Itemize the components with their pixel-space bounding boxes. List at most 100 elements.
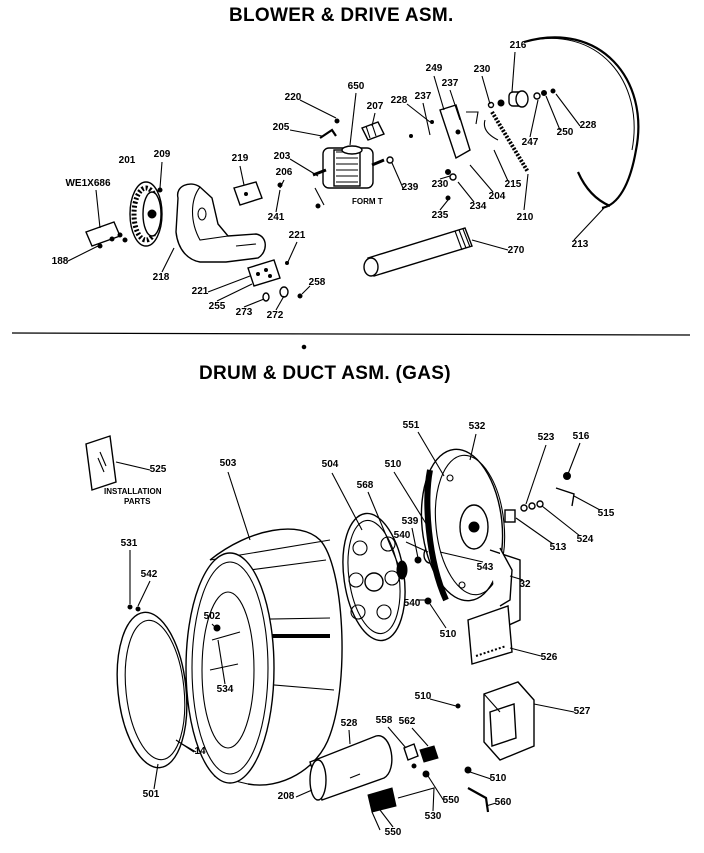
callout-503: 503: [219, 458, 237, 469]
callout-247: 247: [521, 137, 539, 148]
callout-528: 528: [340, 718, 358, 729]
callout-510: 510: [384, 459, 402, 470]
callout-32: 32: [519, 579, 531, 590]
blower-housing: [175, 183, 266, 263]
callout-208: 208: [277, 791, 295, 802]
callout-568: 568: [356, 480, 374, 491]
section-title-blower-drive: BLOWER & DRIVE ASM.: [229, 5, 454, 26]
motor-clips: [314, 118, 340, 209]
thermostat-parts: [504, 472, 575, 523]
bulkhead-bracket: [499, 547, 513, 607]
callout-551: 551: [402, 420, 420, 431]
callout-515: 515: [597, 508, 615, 519]
callout-542: 542: [140, 569, 158, 580]
callout-562: 562: [398, 716, 416, 727]
callout-241: 241: [267, 212, 285, 223]
callout-273: 273: [235, 307, 253, 318]
callout-523: 523: [537, 432, 555, 443]
motor-switch: [361, 121, 385, 141]
callout-550: 550: [384, 827, 402, 838]
callout-209: 209: [153, 149, 171, 160]
drive-shaft: [363, 227, 473, 277]
mounting-plate: [247, 259, 303, 302]
idler-pulley: [487, 90, 529, 109]
callout-219: 219: [231, 153, 249, 164]
callout-558: 558: [375, 715, 393, 726]
callout-526: 526: [540, 652, 558, 663]
callout-540: 540: [403, 598, 421, 609]
callout-188: 188: [51, 256, 69, 267]
callout-204: 204: [488, 191, 506, 202]
callout-510: 510: [414, 691, 432, 702]
callout-210: 210: [516, 212, 534, 223]
callout-540: 540: [393, 530, 411, 541]
callout-550: 550: [442, 795, 460, 806]
callout-510: 510: [489, 773, 507, 784]
leader-lines-blower: [67, 51, 605, 311]
callout-237: 237: [441, 78, 459, 89]
callout-235: 235: [431, 210, 449, 221]
callout-230: 230: [473, 64, 491, 75]
callout-203: 203: [273, 151, 291, 162]
callout-234: 234: [469, 201, 487, 212]
callout-230: 230: [431, 179, 449, 190]
callout-504: 504: [321, 459, 339, 470]
callout-531: 531: [120, 538, 138, 549]
callout-272: 272: [266, 310, 284, 321]
callout-220: 220: [284, 92, 302, 103]
callout-255: 255: [208, 301, 226, 312]
small-hardware-top: [386, 88, 556, 201]
callout-650: 650: [347, 81, 365, 92]
callout-530: 530: [424, 811, 442, 822]
drive-motor: [312, 145, 385, 189]
callout-539: 539: [401, 516, 419, 527]
callout-502: 502: [203, 611, 221, 622]
callout-207: 207: [366, 101, 384, 112]
burner-tube: [309, 735, 393, 801]
callout-513: 513: [549, 542, 567, 553]
callout-250: 250: [556, 127, 574, 138]
callout-525: 525: [149, 464, 167, 475]
callout-221: 221: [191, 286, 209, 297]
callout-205: 205: [272, 122, 290, 133]
callout-228: 228: [390, 95, 408, 106]
callout-14: 14: [194, 746, 206, 757]
form-note: FORM T: [352, 197, 383, 206]
motor-mount-plate: [233, 181, 283, 206]
callout-206: 206: [275, 167, 293, 178]
callout-543: 543: [476, 562, 494, 573]
section-divider: [11, 332, 691, 336]
callout-258: 258: [308, 277, 326, 288]
callout-215: 215: [504, 179, 522, 190]
drum-rear-panel: [342, 512, 406, 642]
callout-213: 213: [571, 239, 589, 250]
front-drum-seal: [116, 604, 195, 769]
idler-spring: [483, 110, 530, 174]
drive-belt: [523, 36, 640, 210]
blower-wheel: [129, 181, 163, 247]
callout-501: 501: [142, 789, 160, 800]
installation-packet: [85, 435, 117, 491]
callout-534: 534: [216, 684, 234, 695]
callout-237: 237: [414, 91, 432, 102]
leader-lines-drum: [115, 431, 601, 828]
parts-kit-packet: [85, 221, 128, 249]
section-title-drum-duct: DRUM & DUCT ASM. (GAS): [199, 363, 451, 384]
callout-WE1X686: WE1X686: [65, 178, 111, 189]
callout-560: 560: [494, 797, 512, 808]
idler-bracket: [439, 104, 479, 160]
lint-duct-panel: [467, 605, 513, 665]
callout-201: 201: [118, 155, 136, 166]
gas-valve-parts: [367, 703, 490, 831]
callout-249: 249: [425, 63, 443, 74]
dryer-drum: [185, 528, 343, 786]
installation-parts-line1: INSTALLATION: [104, 487, 162, 496]
callout-527: 527: [573, 706, 591, 717]
callout-218: 218: [152, 272, 170, 283]
exhaust-duct: [483, 681, 535, 761]
callout-532: 532: [468, 421, 486, 432]
callout-510: 510: [439, 629, 457, 640]
callout-524: 524: [576, 534, 594, 545]
callout-228: 228: [579, 120, 597, 131]
